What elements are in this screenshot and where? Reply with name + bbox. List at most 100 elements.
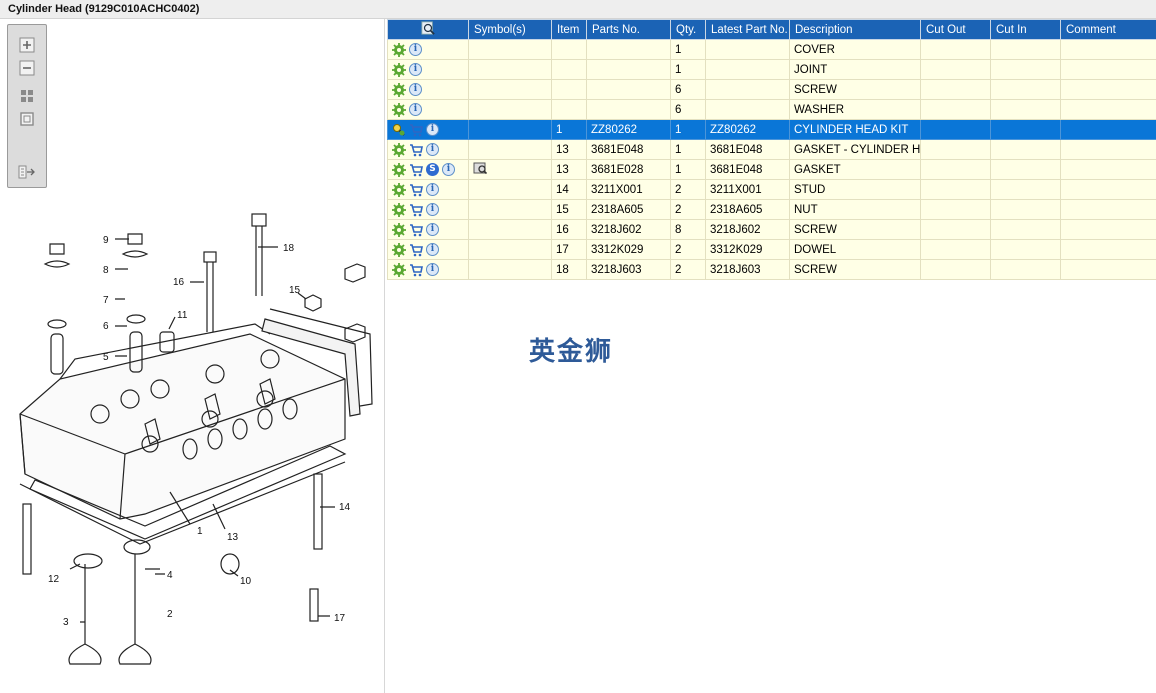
- latest-part-no-cell: 3681E048: [705, 139, 790, 160]
- cart-icon[interactable]: [409, 143, 423, 157]
- diagram-pane[interactable]: 9 8 7 6 5 11 16 18 15 1 13 14 4 12 10 2 …: [0, 19, 385, 693]
- symbols-cell: [468, 99, 552, 120]
- cut-out-cell: [920, 259, 991, 280]
- info-icon[interactable]: i: [426, 223, 439, 236]
- cut-in-cell: [990, 159, 1061, 180]
- cut-in-cell: [990, 99, 1061, 120]
- column-header-actions[interactable]: [387, 19, 469, 40]
- cut-out-cell: [920, 79, 991, 100]
- symbols-cell: [468, 219, 552, 240]
- parts-no-cell: 3312K029: [586, 239, 671, 260]
- cart-icon[interactable]: [409, 163, 423, 177]
- callout-13: 13: [227, 532, 239, 543]
- qty-cell: 6: [670, 99, 706, 120]
- info-icon[interactable]: i: [409, 83, 422, 96]
- callout-3: 3: [63, 617, 69, 628]
- info-icon[interactable]: i: [426, 183, 439, 196]
- symbols-cell: [468, 179, 552, 200]
- info-icon[interactable]: i: [409, 63, 422, 76]
- qty-cell: 1: [670, 119, 706, 140]
- illustration-reference-icon[interactable]: [473, 161, 487, 175]
- row-actions-cell: i: [387, 219, 469, 240]
- description-cell: SCREW: [789, 79, 921, 100]
- parts-no-cell: 3211X001: [586, 179, 671, 200]
- gear-icon[interactable]: [392, 82, 406, 97]
- callout-9: 9: [103, 235, 109, 246]
- gear-icon[interactable]: [392, 182, 406, 197]
- row-actions-cell: i: [387, 59, 469, 80]
- parts-no-cell: 2318A605: [586, 199, 671, 220]
- callout-14: 14: [339, 502, 351, 513]
- fit-icon[interactable]: [16, 86, 38, 106]
- gear-icon[interactable]: [392, 102, 406, 117]
- column-header-cut-out[interactable]: Cut Out: [920, 19, 991, 40]
- row-actions-cell: i: [387, 39, 469, 60]
- info-icon[interactable]: i: [409, 43, 422, 56]
- zoom-out-icon[interactable]: [16, 58, 38, 78]
- info-icon[interactable]: i: [426, 123, 439, 136]
- symbols-cell: [468, 79, 552, 100]
- cart-icon[interactable]: [409, 183, 423, 197]
- info-icon[interactable]: i: [426, 263, 439, 276]
- row-actions-cell: i: [387, 139, 469, 160]
- cart-icon[interactable]: [409, 223, 423, 237]
- locate-gear-icon[interactable]: [392, 123, 406, 137]
- info-icon[interactable]: i: [426, 143, 439, 156]
- column-header-parts-no[interactable]: Parts No.: [586, 19, 671, 40]
- cut-in-cell: [990, 79, 1061, 100]
- column-header-symbols[interactable]: Symbol(s): [468, 19, 552, 40]
- row-actions-cell: i: [387, 239, 469, 260]
- gear-icon[interactable]: [392, 242, 406, 257]
- callout-18: 18: [283, 243, 295, 254]
- description-cell: CYLINDER HEAD KIT: [789, 119, 921, 140]
- table-header: Symbol(s) Item Parts No. Qty. Latest Par…: [387, 19, 1156, 40]
- cut-out-cell: [920, 239, 991, 260]
- column-header-item[interactable]: Item: [551, 19, 587, 40]
- column-header-qty[interactable]: Qty.: [670, 19, 706, 40]
- item-cell: [551, 79, 587, 100]
- gear-icon[interactable]: [392, 142, 406, 157]
- export-icon[interactable]: [16, 162, 38, 182]
- column-header-description[interactable]: Description: [789, 19, 921, 40]
- column-header-latest-part-no[interactable]: Latest Part No.: [705, 19, 790, 40]
- gear-icon[interactable]: [392, 162, 406, 177]
- info-icon[interactable]: i: [426, 243, 439, 256]
- cart-icon[interactable]: [409, 243, 423, 257]
- gear-icon[interactable]: [392, 262, 406, 277]
- info-icon[interactable]: i: [409, 103, 422, 116]
- cart-icon[interactable]: [409, 203, 423, 217]
- cut-out-cell: [920, 99, 991, 120]
- gear-icon[interactable]: [392, 222, 406, 237]
- gear-icon[interactable]: [392, 202, 406, 217]
- column-header-comment[interactable]: Comment: [1060, 19, 1156, 40]
- cut-in-cell: [990, 199, 1061, 220]
- actual-size-icon[interactable]: [16, 109, 38, 129]
- search-parts-icon[interactable]: [421, 21, 435, 35]
- description-cell: COVER: [789, 39, 921, 60]
- gear-icon[interactable]: [392, 62, 406, 77]
- info-icon[interactable]: i: [442, 163, 455, 176]
- info-icon[interactable]: i: [426, 203, 439, 216]
- symbols-cell: [468, 239, 552, 260]
- supersession-icon[interactable]: S: [426, 163, 439, 176]
- zoom-in-icon[interactable]: [16, 35, 38, 55]
- item-cell: 13: [551, 159, 587, 180]
- cart-icon[interactable]: [409, 123, 423, 137]
- column-header-cut-in[interactable]: Cut In: [990, 19, 1061, 40]
- cut-in-cell: [990, 259, 1061, 280]
- cart-icon[interactable]: [409, 263, 423, 277]
- gear-icon[interactable]: [392, 42, 406, 57]
